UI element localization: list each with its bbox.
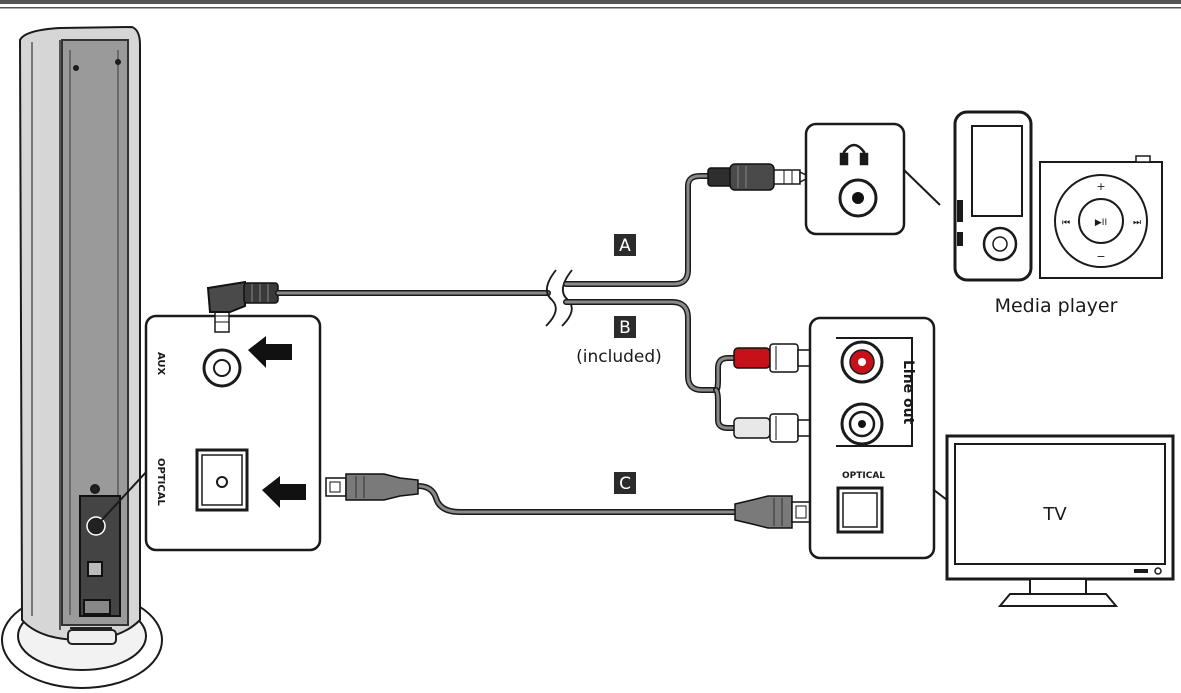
badge-b: B xyxy=(614,316,636,338)
rca-jack-white xyxy=(840,402,884,446)
tv-label: TV xyxy=(1042,504,1067,525)
ipod-minus-label: − xyxy=(1096,250,1105,263)
optical-arrow xyxy=(262,476,306,508)
optical-plug-left xyxy=(325,473,419,501)
cable-c xyxy=(415,483,738,515)
tv-panel-callout xyxy=(808,316,961,560)
badge-c-letter: C xyxy=(619,474,631,494)
optical-label-tv: OPTICAL xyxy=(842,471,885,481)
badge-a-letter: A xyxy=(619,236,631,256)
aux-plug xyxy=(206,280,279,333)
included-note: (included) xyxy=(576,347,662,367)
cable-break xyxy=(545,269,573,327)
badge-c: C xyxy=(614,472,636,494)
tower-speaker xyxy=(1,25,163,689)
aux-arrow xyxy=(248,336,292,368)
speaker-panel-callout xyxy=(99,314,322,552)
optical-plug-right xyxy=(734,495,811,529)
ipod-prev-icon: ⏮ xyxy=(1062,218,1070,228)
ipod-shuffle-device xyxy=(1039,155,1163,279)
tv-device xyxy=(945,434,1175,607)
optical-label-speaker: OPTICAL xyxy=(155,458,166,506)
header-rule xyxy=(0,0,1181,9)
line-out-label: Line out xyxy=(900,360,916,425)
headphone-icon xyxy=(839,143,869,166)
badge-a: A xyxy=(614,234,636,256)
ipod-plus-label: + xyxy=(1096,180,1105,193)
media-player-device xyxy=(953,110,1033,282)
cable-a xyxy=(563,173,715,287)
ipod-play-icon: ▶II xyxy=(1095,218,1107,228)
optical-port-tv xyxy=(836,486,884,534)
media-player-label: Media player xyxy=(995,295,1118,317)
headphone-plug xyxy=(707,163,812,191)
badge-b-letter: B xyxy=(619,318,631,338)
ipod-next-icon: ⏭ xyxy=(1133,218,1141,228)
headphone-jack-callout xyxy=(804,122,941,236)
aux-label: AUX xyxy=(155,352,166,376)
rca-jack-red xyxy=(840,340,884,384)
optical-port-speaker xyxy=(195,448,249,512)
cable-b xyxy=(563,299,739,431)
aux-jack xyxy=(202,348,242,388)
